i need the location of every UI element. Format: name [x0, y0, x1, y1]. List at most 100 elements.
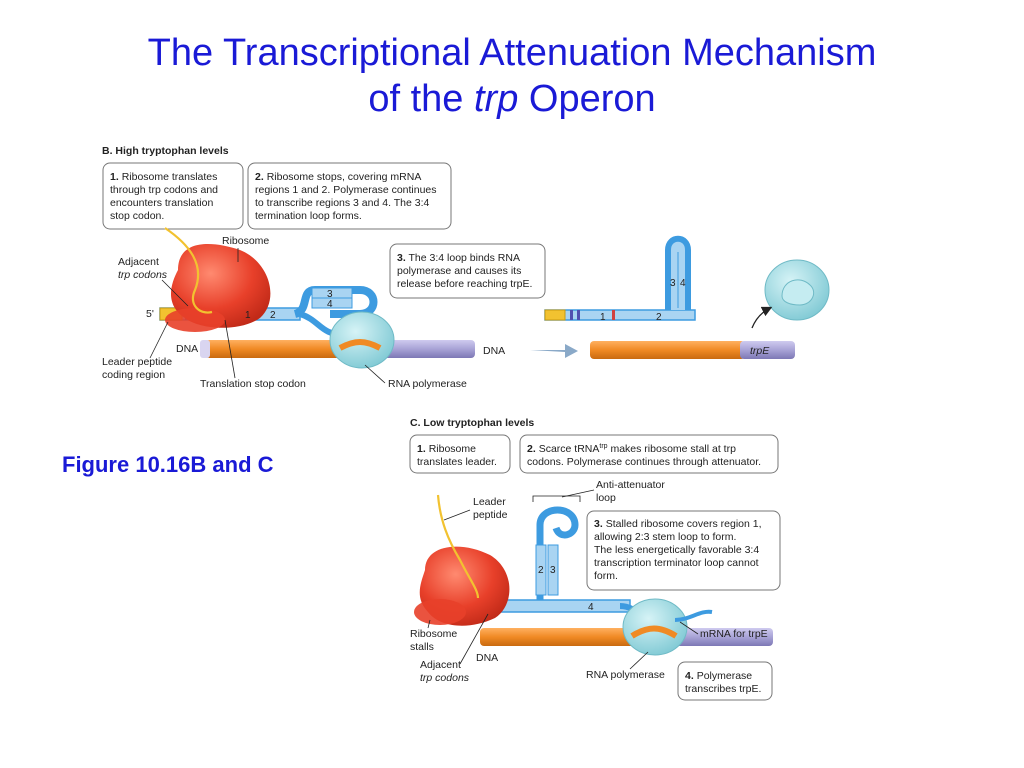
- panel-b-step3-box: 3. The 3:4 loop binds RNA polymerase and…: [389, 243, 546, 299]
- svg-text:3. Stalled ribosome covers reg: 3. Stalled ribosome covers region 1,: [594, 518, 762, 530]
- c-antiattenuator-loop: [536, 506, 579, 600]
- c-step4-line2: transcribes trpE.: [685, 683, 761, 695]
- b-step3-line2: polymerase and causes its: [397, 265, 521, 277]
- c-step3-line4: transcription terminator loop cannot: [594, 557, 759, 569]
- b-step2-line3: to transcribe regions 3 and 4. The 3:4: [255, 197, 429, 209]
- b-step1-line2: through trp codons and: [110, 184, 218, 196]
- title-line-2-pre: of the: [368, 78, 474, 120]
- c-step2-num: 2.: [527, 443, 536, 455]
- c-stem-3: [547, 544, 559, 596]
- c-label-dna: DNA: [476, 652, 498, 664]
- panel-c-step2-box: 2. Scarce tRNAtrp makes ribosome stall a…: [519, 434, 779, 474]
- panel-b-step2-box: 2. Ribosome stops, covering mRNA regions…: [247, 162, 452, 230]
- c-step2-pre: Scarce tRNA: [539, 443, 600, 455]
- slide-title: The Transcriptional Attenuation Mechanis…: [0, 30, 1024, 122]
- title-line-2-italic: trp: [473, 78, 519, 120]
- b-leader-peptide: [164, 227, 213, 314]
- b-step3-line1: The 3:4 loop binds RNA: [409, 252, 520, 264]
- b-label-adjacent-1: Adjacent: [118, 256, 159, 268]
- title-line-2-post: Operon: [518, 78, 656, 120]
- b-region-2: 2: [270, 310, 276, 321]
- b-label-dna: DNA: [176, 343, 198, 355]
- b-region-4: 4: [327, 299, 333, 310]
- b-dna-purple: [370, 340, 475, 358]
- b-mrna-34-loop: [293, 286, 378, 318]
- b-label-dna-mid: DNA: [483, 345, 505, 357]
- c-step1-line2: translates leader.: [417, 456, 497, 468]
- c-label-mrna: mRNA for trpE: [700, 628, 768, 640]
- c-region-3: 3: [550, 565, 556, 576]
- c-label-adjacent-1: Adjacent: [420, 659, 461, 671]
- b-right-leader: [544, 309, 566, 321]
- c-label-anti-1: Anti-attenuator: [596, 479, 665, 491]
- c-leader-peptide: [436, 494, 480, 599]
- b-step2-line1: Ribosome stops, covering mRNA: [267, 171, 422, 183]
- b-step2-line4: termination loop forms.: [255, 210, 362, 222]
- figure-caption: Figure 10.16B and C: [62, 452, 274, 477]
- svg-text:3. The 3:4 loop binds RNA: 3. The 3:4 loop binds RNA: [397, 252, 520, 264]
- c-label-anti-2: loop: [596, 492, 616, 504]
- panel-b: B. High tryptophan levels 1. Ribosome tr…: [102, 145, 830, 390]
- svg-text:1. Ribosome translates: 1. Ribosome translates: [110, 171, 217, 183]
- c-step4-line1: Polymerase: [697, 670, 753, 682]
- b-label-adjacent-2: trp codons: [118, 269, 168, 281]
- b-stem-4: [311, 297, 353, 309]
- b-released-polymerase: [764, 259, 830, 321]
- c-ribosome: [414, 546, 510, 626]
- b-right-region-4: 4: [680, 278, 686, 289]
- c-mrna-exit: [674, 609, 713, 622]
- c-step2-line2: codons. Polymerase continues through att…: [527, 456, 761, 468]
- b-process-arrow: [530, 344, 578, 358]
- svg-text:4. Polymerase: 4. Polymerase: [685, 670, 752, 682]
- c-region-4: 4: [588, 602, 594, 613]
- c-stem-2: [535, 544, 547, 596]
- b-right-region-2: 2: [656, 312, 662, 323]
- b-step1-line1: Ribosome translates: [122, 171, 218, 183]
- b-dna-fork: [338, 339, 382, 351]
- b-step1-line4: stop codon.: [110, 210, 164, 222]
- c-label-leader-1: Leader: [473, 496, 506, 508]
- b-label-5prime: 5': [146, 308, 154, 320]
- c-label-leader-2: peptide: [473, 509, 508, 521]
- c-label-adjacent-2: trp codons: [420, 672, 470, 684]
- b-label-ribosome: Ribosome: [222, 235, 269, 247]
- c-step1-line1: Ribosome: [429, 443, 476, 455]
- c-label-ribosome-1: Ribosome: [410, 628, 457, 640]
- svg-text:2. Scarce tRNAtrp makes riboso: 2. Scarce tRNAtrp makes ribosome stall a…: [527, 443, 736, 455]
- b-label-rna-pol: RNA polymerase: [388, 378, 467, 390]
- c-step4-num: 4.: [685, 670, 694, 682]
- b-right-region-1: 1: [600, 312, 606, 323]
- b-release-arrow: [751, 306, 773, 329]
- c-step2-sup: trp: [599, 443, 607, 450]
- b-dna-left-cap: [200, 340, 210, 358]
- b-step3-num: 3.: [397, 252, 406, 264]
- b-right-mrna: [544, 309, 696, 321]
- b-step3-line3: release before reaching trpE.: [397, 278, 532, 290]
- panel-c-step4-box: 4. Polymerase transcribes trpE.: [677, 661, 773, 701]
- c-dna-fork: [630, 625, 678, 639]
- panel-c-step1-box: 1. Ribosome translates leader.: [409, 434, 511, 474]
- b-right-dna-orange: [590, 341, 745, 359]
- b-region-3: 3: [327, 289, 333, 300]
- c-step3-line5: form.: [594, 570, 618, 582]
- title-line-2: of the trp Operon: [0, 76, 1024, 122]
- b-label-leader-1: Leader peptide: [102, 356, 172, 368]
- panel-b-step1-box: 1. Ribosome translates through trp codon…: [102, 162, 244, 230]
- c-dna-orange: [480, 628, 660, 646]
- c-label-ribosome-2: stalls: [410, 641, 434, 653]
- c-region-2: 2: [538, 565, 544, 576]
- b-right-dna-purple: [740, 341, 795, 359]
- c-step3-num: 3.: [594, 518, 603, 530]
- panel-b-title: B. High tryptophan levels: [102, 145, 229, 157]
- panel-c-step3-box: 3. Stalled ribosome covers region 1, all…: [586, 510, 781, 591]
- b-step1-line3: encounters translation: [110, 197, 213, 209]
- b-label-stop-codon: Translation stop codon: [200, 378, 306, 390]
- b-step2-line2: regions 1 and 2. Polymerase continues: [255, 184, 437, 196]
- c-step3-line2: allowing 2:3 stem loop to form.: [594, 531, 736, 543]
- c-label-rna-pol: RNA polymerase: [586, 669, 665, 681]
- b-step2-num: 2.: [255, 171, 264, 183]
- c-step3-line1: Stalled ribosome covers region 1,: [606, 518, 762, 530]
- b-label-trpE: trpE: [750, 345, 770, 357]
- c-step1-num: 1.: [417, 443, 426, 455]
